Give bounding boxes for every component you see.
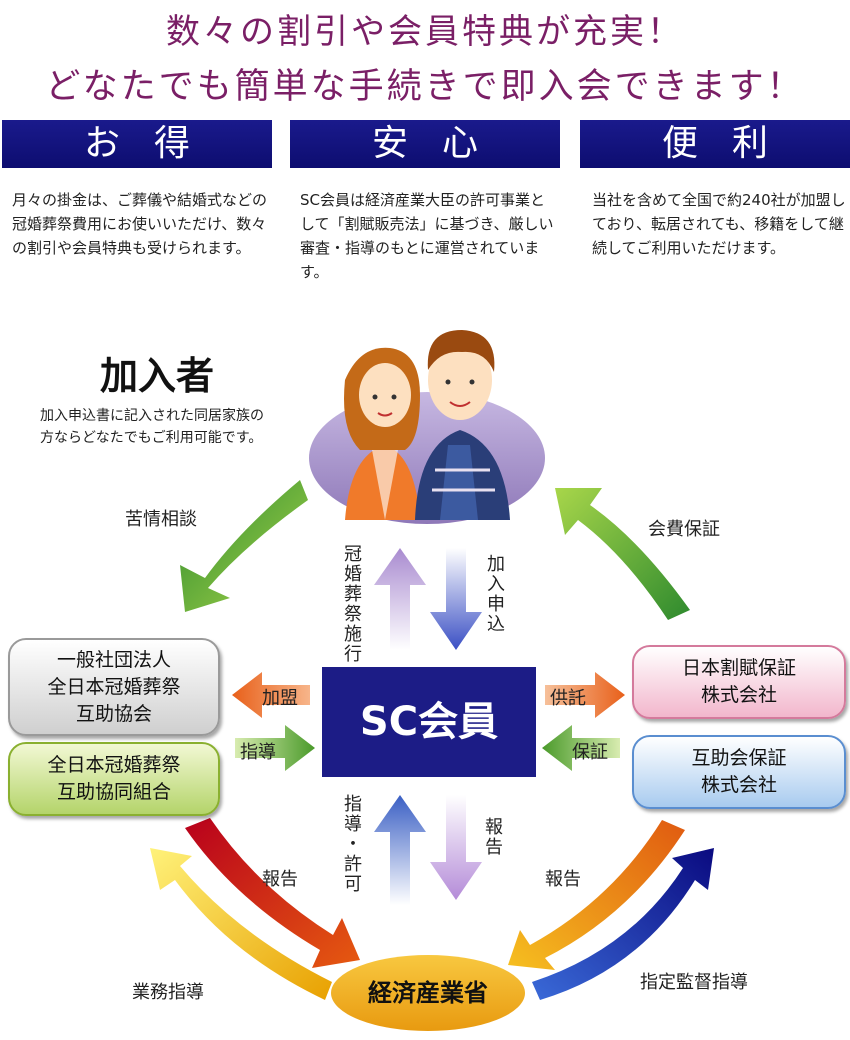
org-guarantee-1-line-2: 株式会社 — [700, 684, 777, 706]
feature-title-benri: 便利 — [580, 120, 850, 168]
feature-text-otoku: 月々の掛金は、ご葬儀や結婚式などの冠婚葬祭費用にお使いいただけ、数々の割引や会員… — [12, 191, 268, 257]
label-business-guide: 業務指導 — [132, 982, 204, 1003]
org-guarantee-2-line-2: 株式会社 — [700, 774, 777, 796]
arrow-report-right — [508, 820, 685, 970]
sc-box — [322, 667, 536, 777]
label-deposit: 供託 — [550, 688, 586, 709]
org-association-line-1: 一般社団法人 — [56, 648, 171, 671]
label-guide-permit: 指導・許可 — [344, 794, 362, 895]
member-desc-line-2: 方ならどなたでもご利用可能です。 — [40, 430, 263, 446]
arrow-deposit-right — [545, 672, 625, 718]
arrow-supervision — [532, 848, 714, 1000]
org-guarantee-2-line-1: 互助会保証 — [691, 747, 787, 769]
arrow-apply-down — [430, 548, 482, 650]
arrow-business-guide — [150, 848, 332, 1000]
ministry-label: 経済産業省 — [368, 979, 488, 1007]
org-association-line-3: 互助協会 — [75, 702, 152, 725]
ministry-ellipse — [331, 955, 525, 1031]
org-guarantee-1-line-1: 日本割賦保証 — [681, 657, 796, 679]
headline-line-2: どなたでも簡単な手続きで即入会できます！ — [45, 67, 805, 107]
arrow-fee-guarantee — [555, 488, 690, 620]
arrow-report-left — [185, 818, 360, 968]
org-association-line-2: 全日本冠婚葬祭 — [47, 675, 181, 698]
arrow-ceremony-up — [374, 548, 426, 650]
label-guide: 指導 — [240, 742, 276, 763]
label-join: 加盟 — [262, 688, 298, 709]
headline-line-1: 数々の割引や会員特典が充実！ — [166, 12, 684, 52]
arrow-join-left — [232, 672, 310, 718]
arrow-complaint — [180, 480, 308, 612]
member-title: 加入者 — [100, 354, 215, 398]
arrow-guarantee-left — [542, 725, 620, 771]
member-desc-line-1: 加入申込書に記入された同居家族の — [40, 408, 264, 424]
couple-illustration — [344, 330, 510, 520]
label-guarantee: 保証 — [572, 742, 608, 763]
org-association: 一般社団法人 全日本冠婚葬祭 互助協会 — [8, 638, 220, 736]
label-fee-guarantee: 会費保証 — [648, 519, 720, 540]
label-report-right: 報告 — [545, 869, 581, 890]
org-guarantee-1: 日本割賦保証 株式会社 — [632, 645, 846, 719]
arrow-guide-right — [235, 725, 315, 771]
org-guarantee-2: 互助会保証 株式会社 — [632, 735, 846, 809]
feature-text-benri: 当社を含めて全国で約240社が加盟しており、転居されても、移籍をして継続してご利… — [592, 191, 846, 257]
label-report-left: 報告 — [262, 869, 298, 890]
feature-title-anshin: 安心 — [290, 120, 560, 168]
member-desc: 加入申込書に記入された同居家族の 方ならどなたでもご利用可能です。 — [40, 405, 264, 449]
label-complaint: 苦情相談 — [125, 509, 197, 530]
sc-member-label: SC会員 — [359, 699, 499, 745]
feature-title-otoku: お得 — [2, 120, 272, 168]
org-union: 全日本冠婚葬祭 互助協同組合 — [8, 742, 220, 816]
label-supervision: 指定監督指導 — [640, 972, 748, 993]
feature-text-anshin: SC会員は経済産業大臣の許可事業として「割賦販売法」に基づき、厳しい審査・指導の… — [300, 191, 554, 281]
arrow-guide-up — [374, 795, 426, 905]
label-apply: 加入申込 — [487, 554, 505, 635]
label-ceremony: 冠婚葬祭施行 — [344, 544, 362, 665]
arrow-report-down — [430, 795, 482, 900]
label-report-center: 報告 — [485, 817, 503, 858]
org-union-line-1: 全日本冠婚葬祭 — [47, 754, 181, 776]
org-union-line-2: 互助協同組合 — [56, 781, 171, 803]
